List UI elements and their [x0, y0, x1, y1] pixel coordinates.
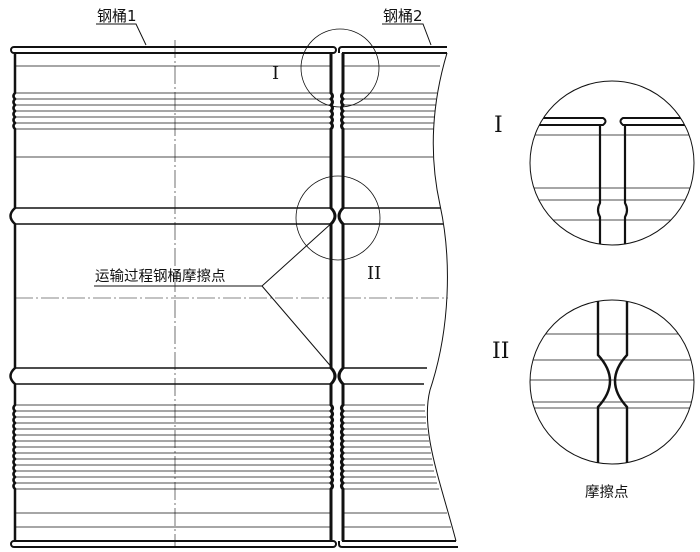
drum-1-upper-hoop [15, 207, 331, 225]
drum-1-top-chime [10, 46, 337, 54]
detail-I-marker-label: I [272, 63, 279, 84]
detail-II-caption: 摩擦点 [585, 483, 629, 501]
drum-2-hoops [343, 207, 443, 385]
detail-II-title: II [492, 339, 509, 364]
detail-II-marker-label: II [367, 263, 381, 284]
drum-2-label-leader [382, 23, 432, 46]
drum-1-label-leader [96, 23, 147, 46]
detail-II-view: II 摩擦点 [492, 299, 695, 501]
drum-1-left-wall [9, 53, 17, 541]
drum-1-right-wall [328, 53, 337, 541]
detail-I-view: I [494, 80, 695, 246]
drum-2 [337, 46, 458, 548]
drum-2-left-wall [337, 53, 346, 541]
drum-labels: 钢桶1 钢桶2 [96, 7, 432, 46]
friction-callout-leaders [94, 220, 335, 371]
drum-1 [9, 40, 337, 548]
friction-callout-label: 运输过程钢桶摩擦点 [95, 267, 226, 285]
drum-1-bottom-chime [10, 540, 337, 548]
drum-2-bottom-chime [338, 540, 458, 548]
drum-2-label: 钢桶2 [383, 7, 423, 25]
drum-2-break-line [426, 52, 457, 542]
drum-1-corrugations [15, 65, 331, 528]
drum-1-label: 钢桶1 [97, 7, 137, 25]
drum-2-corrugations [343, 65, 451, 528]
drum-1-lower-hoop [15, 367, 331, 385]
detail-I-marker-circle [300, 28, 380, 108]
drum-2-top-chime [338, 46, 447, 54]
detail-II-marker-circle [295, 175, 381, 261]
detail-I-title: I [494, 113, 503, 138]
